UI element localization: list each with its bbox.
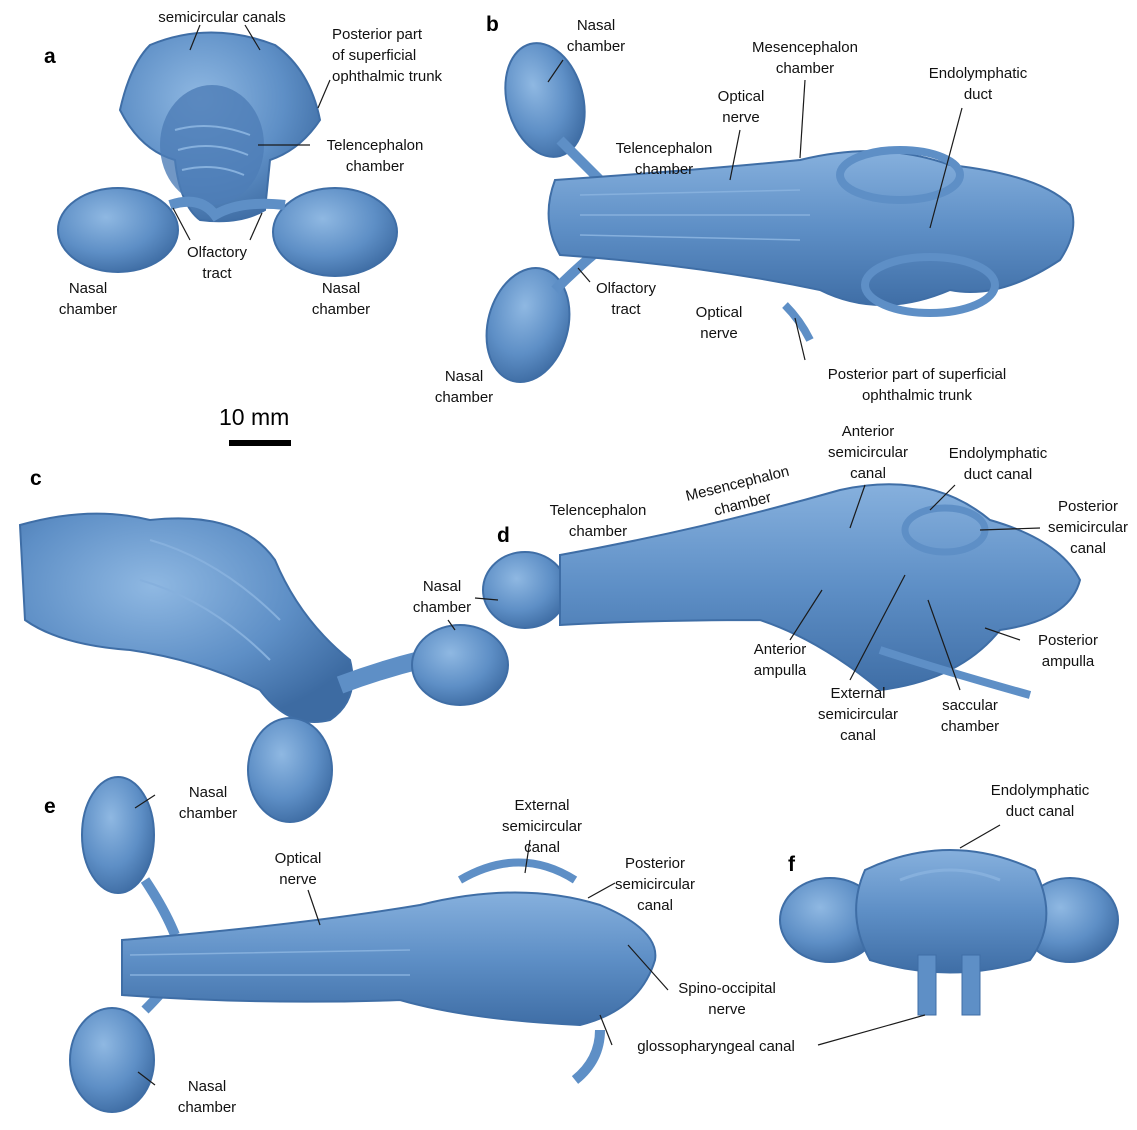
label-b-olfactory: Olfactory tract xyxy=(596,278,656,320)
label-a-nasal-right: Nasal chamber xyxy=(312,278,370,320)
label-a-nasal-left: Nasal chamber xyxy=(59,278,117,320)
label-b-nasal-top: Nasal chamber xyxy=(567,15,625,57)
label-e-posterior-canal: Posterior semicircular canal xyxy=(615,853,695,916)
label-e-nasal-top: Nasal chamber xyxy=(179,782,237,824)
label-a-telencephalon: Telencephalon chamber xyxy=(327,135,424,177)
label-d-posterior-canal: Posterior semicircular canal xyxy=(1048,496,1128,559)
label-b-optical-top: Optical nerve xyxy=(718,86,765,128)
label-d-anterior-ampulla: Anterior ampulla xyxy=(754,639,807,681)
leader-b-mesencephalon xyxy=(800,80,805,158)
panel-letter-a: a xyxy=(44,45,56,69)
label-c-nasal: Nasal chamber xyxy=(413,576,471,618)
label-a-olfactory-tract: Olfactory tract xyxy=(187,242,247,284)
label-e-nasal-bottom: Nasal chamber xyxy=(178,1076,236,1118)
label-d-endolymphatic: Endolymphatic duct canal xyxy=(949,443,1047,485)
label-d-posterior-ampulla: Posterior ampulla xyxy=(1038,630,1098,672)
label-b-mesencephalon: Mesencephalon chamber xyxy=(752,37,858,79)
leader-b-olfactory xyxy=(578,268,590,282)
panel-letter-f: f xyxy=(788,853,795,877)
leader-e-posterior-canal xyxy=(588,883,615,898)
label-b-superficial: Posterior part of superficial ophthalmic… xyxy=(828,364,1006,406)
specimen-panel-f xyxy=(780,850,1118,1015)
panel-letter-c: c xyxy=(30,467,42,491)
label-d-saccular: saccular chamber xyxy=(941,695,999,737)
label-e-glossopharyngeal: glossopharyngeal canal xyxy=(637,1036,795,1057)
panel-letter-b: b xyxy=(486,13,499,37)
label-d-external-canal: External semicircular canal xyxy=(818,683,898,746)
label-a-semicircular-canals: semicircular canals xyxy=(158,7,286,28)
leader-f-glosso xyxy=(818,1015,925,1045)
specimen-panel-c xyxy=(20,514,508,822)
scale-bar xyxy=(229,440,291,446)
label-b-endolymphatic: Endolymphatic duct xyxy=(929,63,1027,105)
label-b-nasal-bottom: Nasal chamber xyxy=(435,366,493,408)
label-d-anterior-canal: Anterior semicircular canal xyxy=(828,421,908,484)
label-b-telencephalon: Telencephalon chamber xyxy=(616,138,713,180)
label-e-optical: Optical nerve xyxy=(275,848,322,890)
panel-letter-e: e xyxy=(44,795,56,819)
panel-letter-d: d xyxy=(497,524,510,548)
scale-bar-label: 10 mm xyxy=(219,404,289,431)
label-b-optical-bottom: Optical nerve xyxy=(696,302,743,344)
label-e-spino-occipital: Spino-occipital nerve xyxy=(678,978,776,1020)
leader-a-superficial xyxy=(318,80,330,108)
label-a-superficial-ophthalmic: Posterior part of superficial ophthalmic… xyxy=(332,24,442,87)
leader-f-endolymphatic xyxy=(960,825,1000,848)
label-e-external-canal: External semicircular canal xyxy=(502,795,582,858)
label-d-telencephalon: Telencephalon chamber xyxy=(550,500,647,542)
label-f-endolymphatic: Endolymphatic duct canal xyxy=(991,780,1089,822)
